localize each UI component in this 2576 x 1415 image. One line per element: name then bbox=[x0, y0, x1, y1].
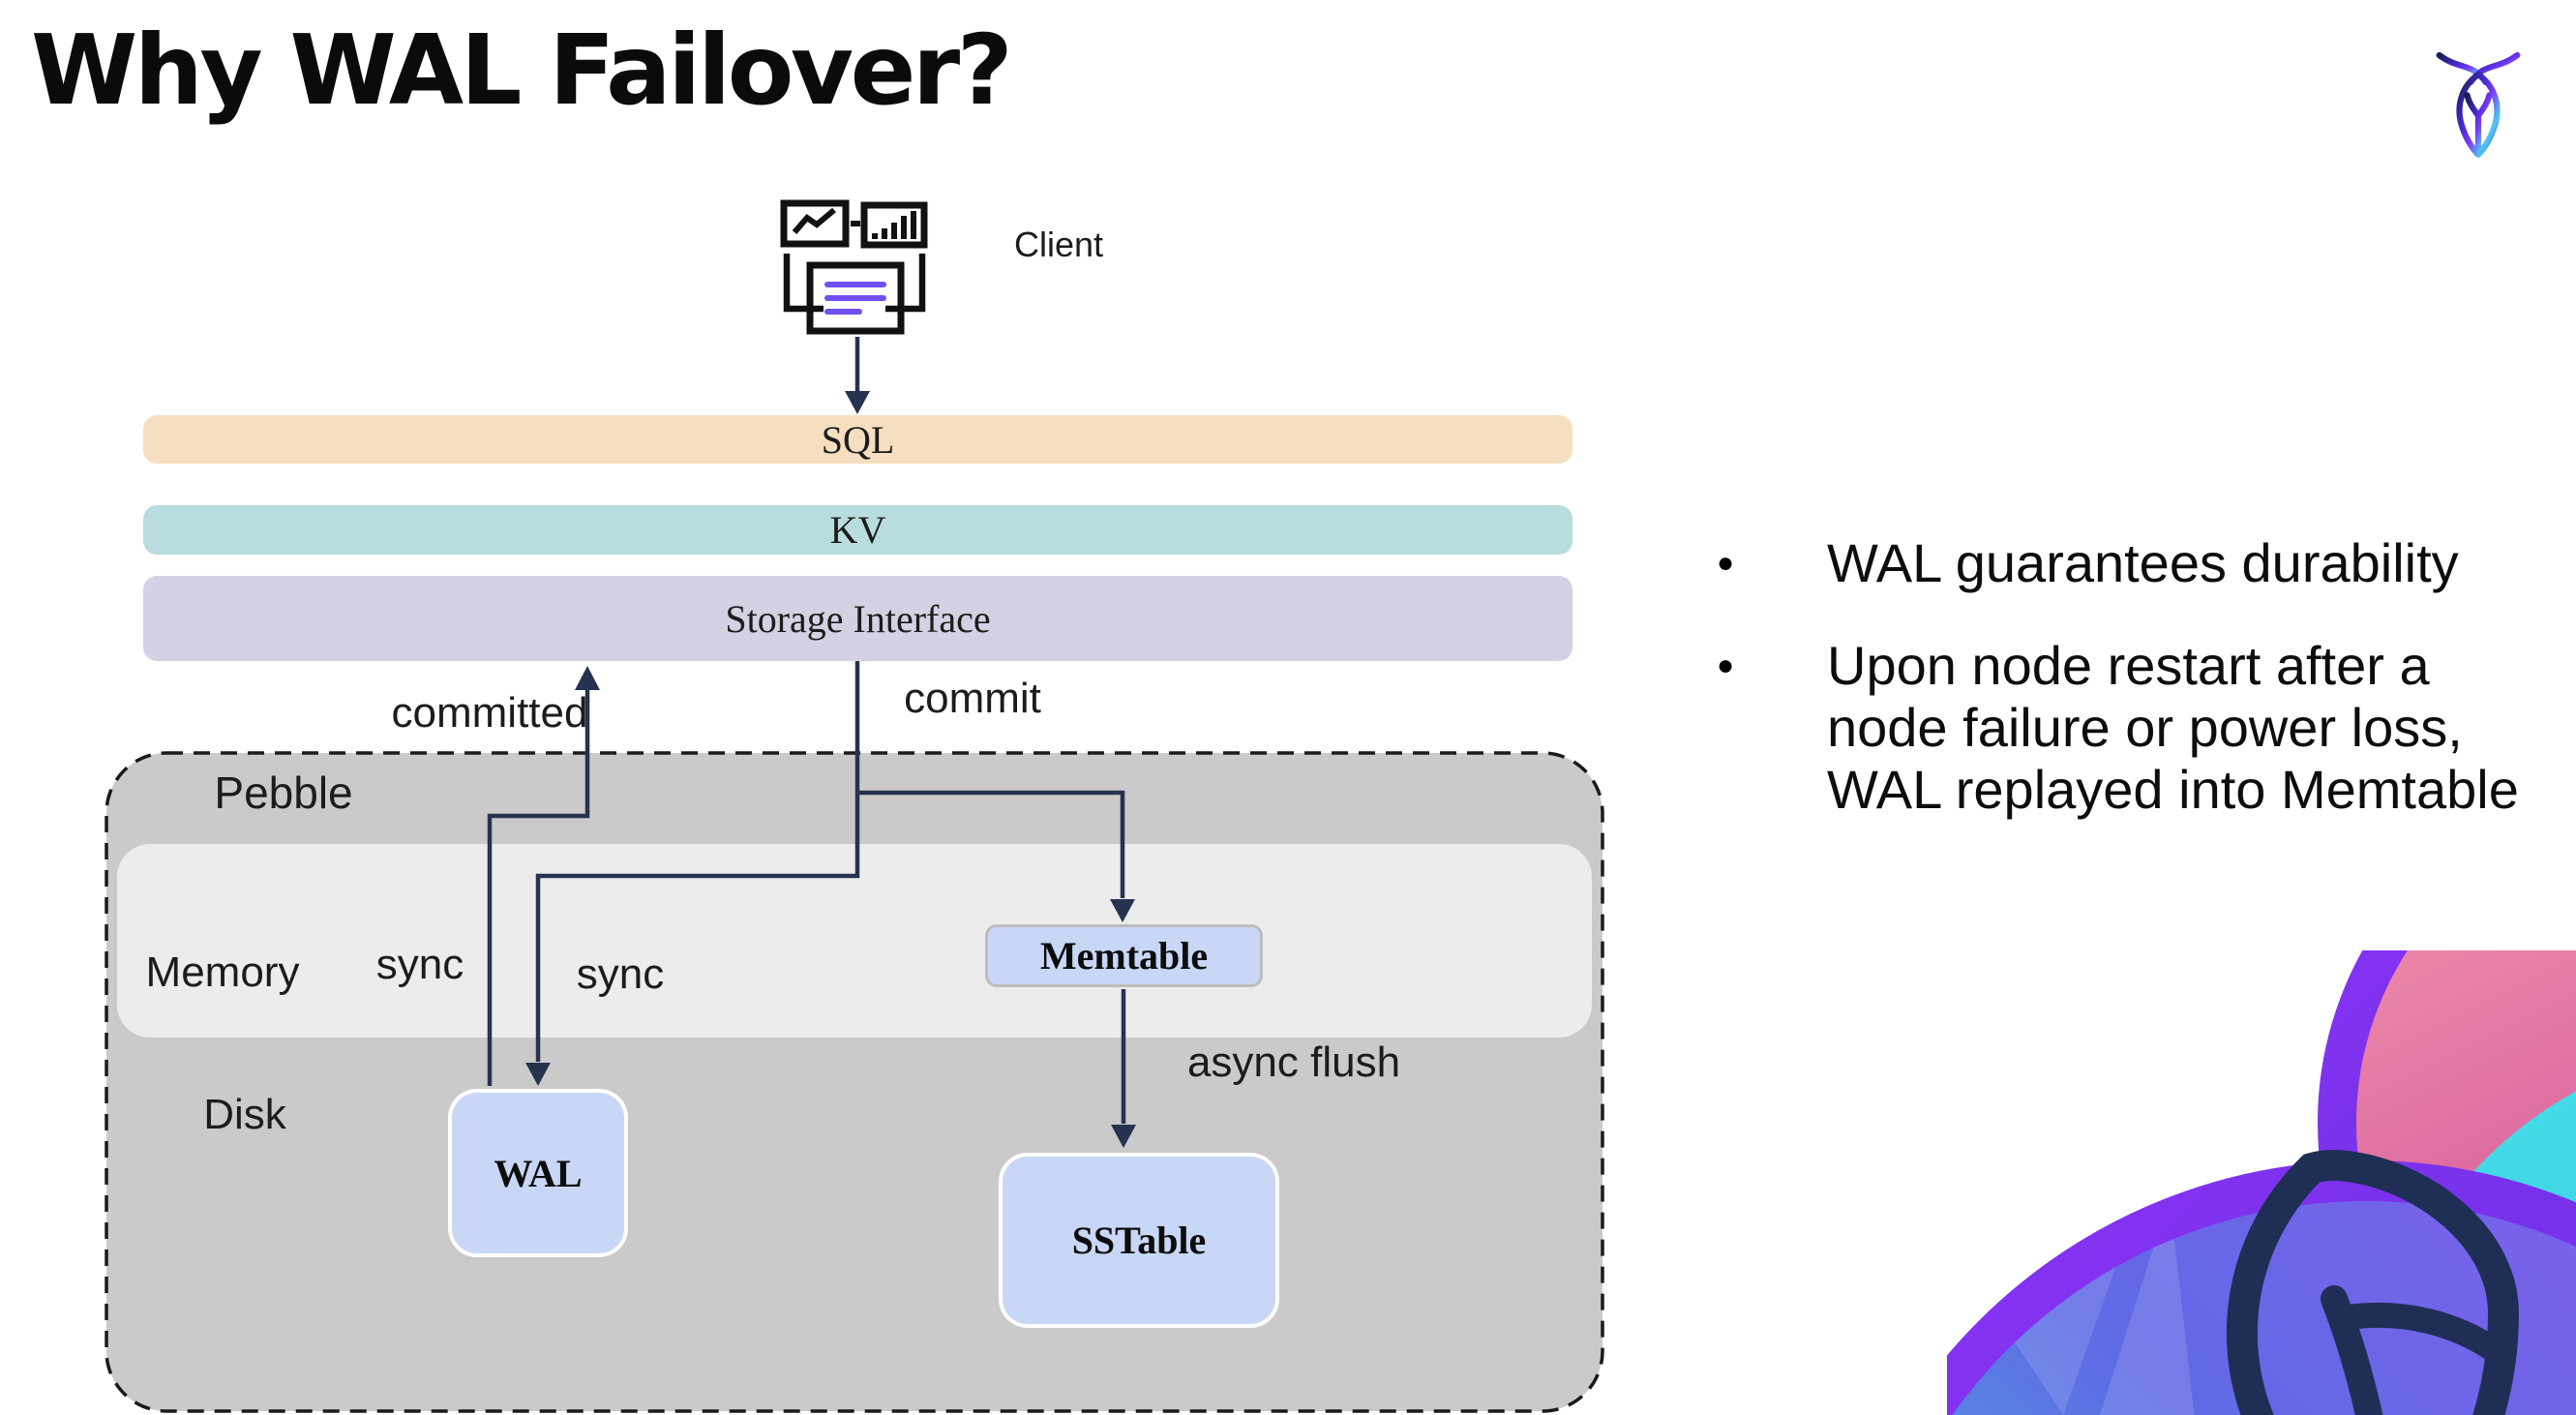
memory-band bbox=[117, 844, 1592, 1038]
leaf-veins bbox=[2464, 92, 2493, 155]
memtable-box: Memtable bbox=[985, 924, 1263, 987]
wal-box: WAL bbox=[448, 1089, 628, 1257]
commit-label: commit bbox=[904, 675, 1041, 722]
page-title: Why WAL Failover? bbox=[31, 14, 1013, 127]
memory-label: Memory bbox=[145, 948, 300, 996]
list-item: ● Upon node restart after a node failure… bbox=[1707, 635, 2559, 821]
committed-label: committed bbox=[391, 689, 588, 737]
bar-chart-icon bbox=[860, 201, 928, 249]
leaf-outline bbox=[2456, 72, 2501, 158]
document-text-lines bbox=[824, 282, 886, 315]
layer-sql: SQL bbox=[143, 415, 1573, 464]
bullet-list: ● WAL guarantees durability ● Upon node … bbox=[1707, 532, 2559, 861]
pebble-label: Pebble bbox=[214, 768, 353, 818]
dash-icon bbox=[851, 221, 860, 226]
client-label: Client bbox=[1014, 225, 1104, 264]
cockroachdb-logo-icon bbox=[2436, 51, 2521, 158]
sync-left-label: sync bbox=[375, 941, 464, 988]
brand-corner-art bbox=[1947, 950, 2576, 1415]
list-item: ● WAL guarantees durability bbox=[1707, 532, 2559, 594]
bar-chart-glyph bbox=[872, 211, 916, 239]
bullet-icon: ● bbox=[1717, 547, 1735, 579]
bracket-left-icon bbox=[783, 254, 824, 313]
bullet-text-line: WAL replayed into Memtable bbox=[1827, 759, 2519, 820]
layer-kv: KV bbox=[143, 505, 1573, 555]
blue-sphere bbox=[1947, 1181, 2576, 1415]
bullet-icon: ● bbox=[1717, 649, 1735, 681]
line-chart-icon bbox=[780, 199, 850, 248]
bullet-text-line: node failure or power loss, bbox=[1827, 697, 2463, 758]
sync-right-label: sync bbox=[576, 950, 665, 998]
pink-ring bbox=[2318, 950, 2556, 1415]
leaf-outline-large bbox=[2227, 1149, 2520, 1415]
disk-label: Disk bbox=[203, 1091, 286, 1138]
line-chart-glyph bbox=[792, 207, 836, 234]
bullet-text-line: Upon node restart after a bbox=[1827, 635, 2430, 696]
bullet-text: WAL guarantees durability bbox=[1827, 532, 2459, 593]
client-apps-icon bbox=[780, 199, 928, 335]
async-flush-label: async flush bbox=[1186, 1039, 1401, 1086]
bracket-right-icon bbox=[885, 254, 926, 313]
sstable-box: SSTable bbox=[999, 1153, 1279, 1328]
layer-storage-interface: Storage Interface bbox=[143, 576, 1573, 661]
